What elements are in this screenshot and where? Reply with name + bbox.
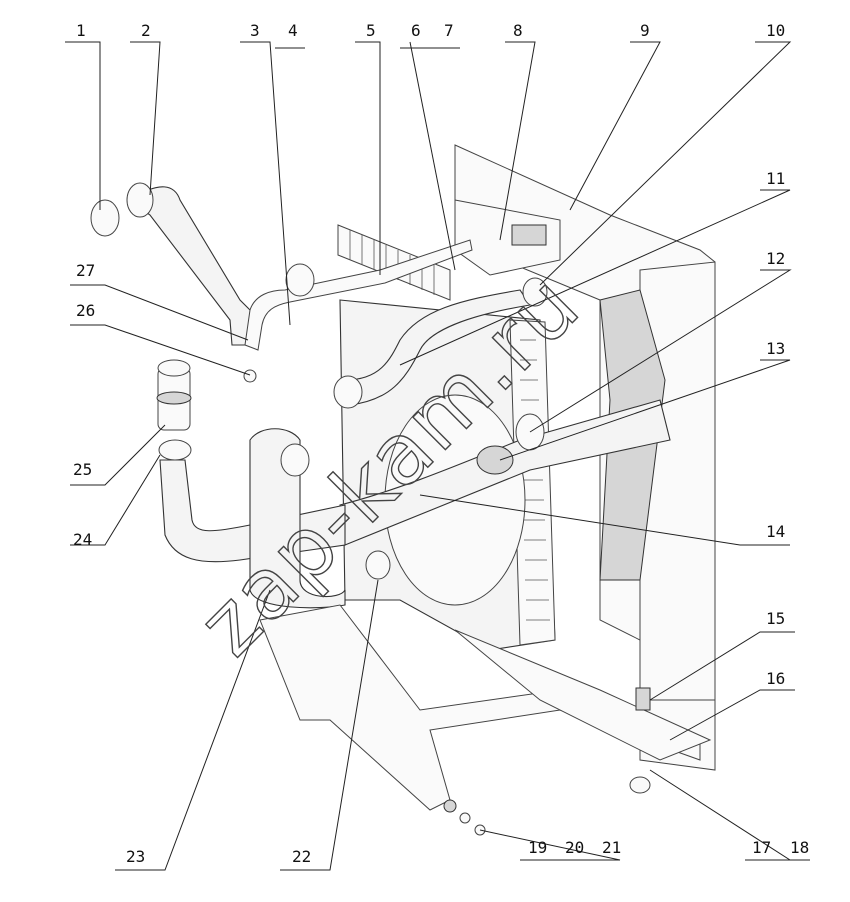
callout-5: 5	[366, 21, 376, 40]
bypass-pipe	[244, 239, 473, 351]
callout-15: 15	[766, 609, 785, 628]
callout-13: 13	[766, 339, 785, 358]
hose-end-2	[126, 182, 154, 218]
upper-bracket	[454, 199, 561, 276]
bolt-19	[443, 799, 457, 813]
callout-27: 27	[76, 261, 95, 280]
callout-4: 4	[288, 21, 298, 40]
callout-23: 23	[126, 847, 145, 866]
callout-10: 10	[766, 21, 785, 40]
callout-6: 6	[411, 21, 421, 40]
callout-21: 21	[602, 838, 621, 857]
callout-24: 24	[73, 530, 92, 549]
clamp-24	[158, 439, 192, 461]
plug-26	[243, 369, 257, 383]
callout-14: 14	[766, 522, 785, 541]
callout-19: 19	[528, 838, 547, 857]
hose-clamp-1	[90, 199, 120, 237]
callout-8: 8	[513, 21, 523, 40]
callout-7: 7	[444, 21, 454, 40]
callout-17: 17	[752, 838, 771, 857]
callout-1: 1	[76, 21, 86, 40]
callout-16: 16	[766, 669, 785, 688]
callout-18: 18	[790, 838, 809, 857]
clamp-upper-elbow	[280, 443, 310, 477]
pipe-coupling-13	[476, 445, 514, 475]
clamp-10	[333, 375, 363, 409]
callout-3: 3	[250, 21, 260, 40]
callout-26: 26	[76, 301, 95, 320]
callout-9: 9	[640, 21, 650, 40]
bracket-block	[511, 224, 547, 246]
callout-2: 2	[141, 21, 151, 40]
callout-22: 22	[292, 847, 311, 866]
clamp-22	[365, 550, 391, 580]
callout-labels: 1 2 3 4 5 6 7 8 9 10 11 12 13 14 15 16 1…	[73, 21, 809, 866]
clamp-9	[522, 277, 548, 307]
callout-25: 25	[73, 460, 92, 479]
washer-20	[459, 812, 471, 824]
mount-17	[629, 776, 651, 794]
callout-11: 11	[766, 169, 785, 188]
clamp-3	[285, 263, 315, 297]
callout-20: 20	[565, 838, 584, 857]
callout-12: 12	[766, 249, 785, 268]
lower-elbow	[249, 428, 346, 609]
leader-lines	[65, 41, 810, 871]
coupling-clamp-mid	[156, 391, 192, 405]
coupling-clamp-top	[157, 359, 191, 377]
exploded-view-drawing	[90, 144, 716, 836]
charge-air-pipe	[339, 399, 671, 546]
mounting-plate-16	[454, 629, 712, 761]
bolt-15	[635, 687, 651, 711]
